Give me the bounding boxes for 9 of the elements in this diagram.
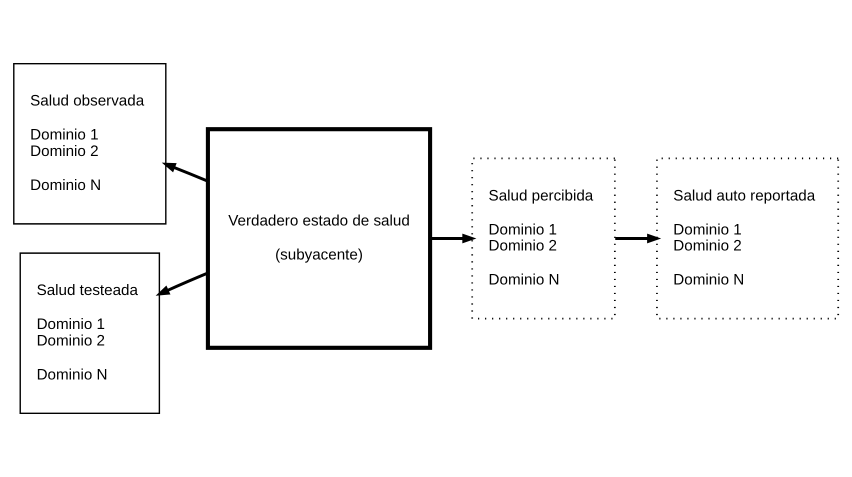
arrow	[430, 234, 476, 244]
node-box: Verdadero estado de salud (subyacente)	[206, 127, 432, 350]
node-box: Salud observada Dominio 1 Dominio 2 Dominio N	[13, 62, 167, 225]
node-box: Salud auto reportada Dominio 1 Dominio 2 Dominio N	[656, 158, 840, 320]
node-box: Salud percibida Dominio 1 Dominio 2 Dominio N	[471, 158, 616, 320]
arrow	[615, 234, 662, 244]
arrow	[156, 272, 208, 296]
node-box: Salud testeada Dominio 1 Dominio 2 Dominio N	[20, 252, 160, 414]
arrow	[162, 162, 208, 182]
